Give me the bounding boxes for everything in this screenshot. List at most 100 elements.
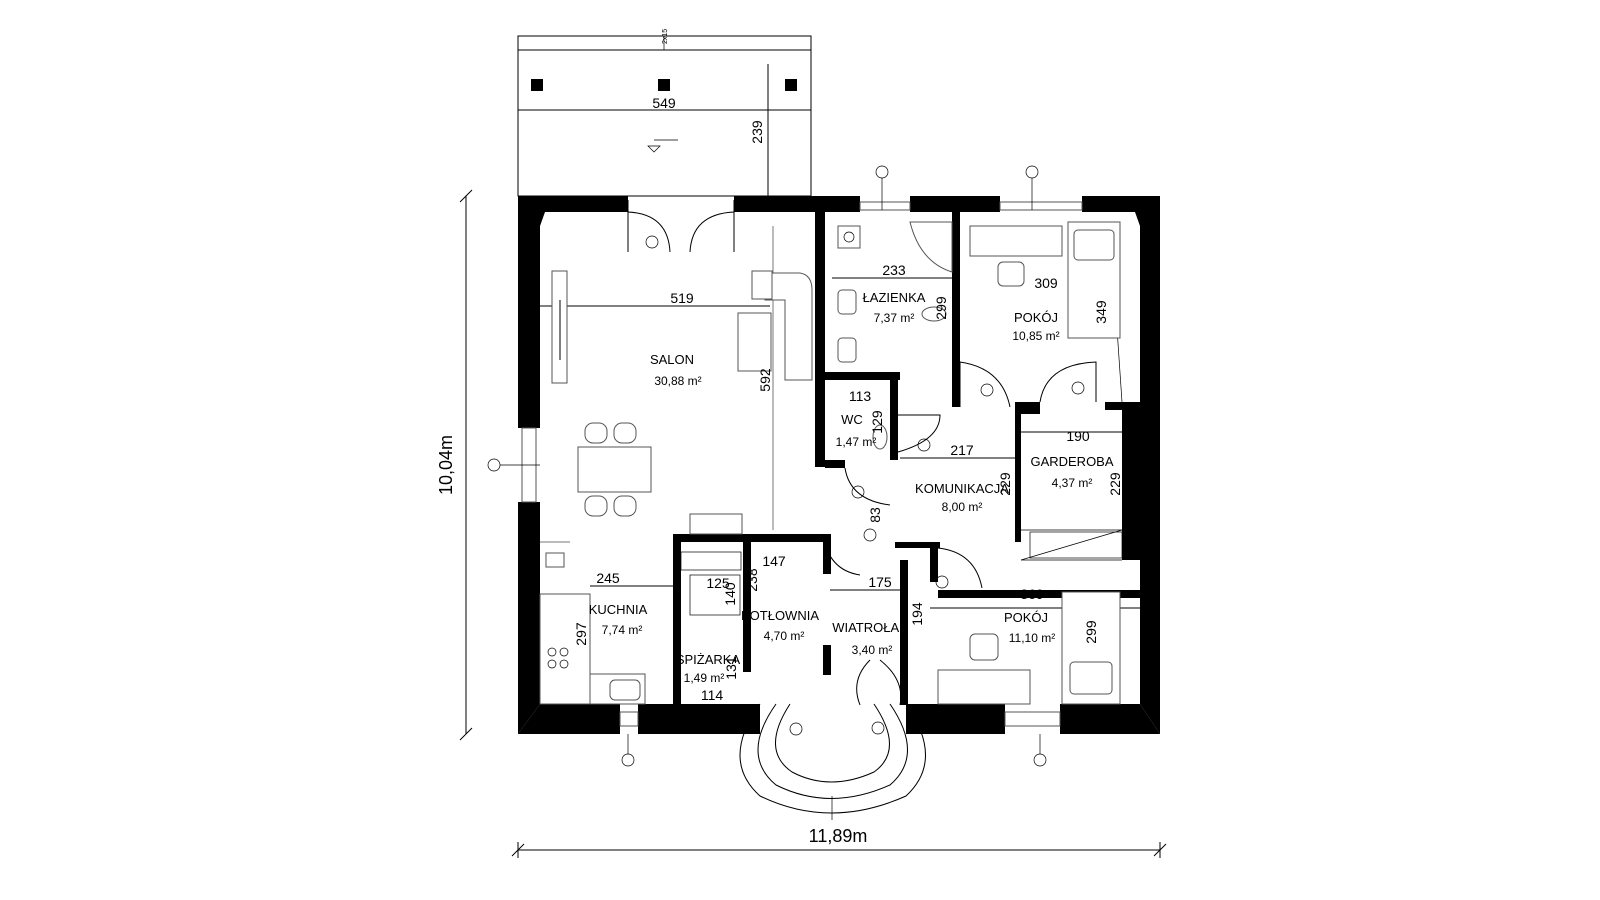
opening-tag-icon — [851, 485, 865, 499]
chair — [584, 495, 608, 517]
opening-tag-icon — [875, 165, 889, 179]
dim-kuchnia-depth: 297 — [573, 622, 589, 646]
dim-wiatrolap-depth: 194 — [909, 602, 925, 626]
coffee-table — [737, 312, 772, 372]
door — [897, 414, 941, 453]
opening-tags — [487, 165, 1085, 820]
pillar — [531, 79, 543, 91]
opening-tag-icon — [621, 753, 635, 767]
chair — [613, 422, 637, 444]
fridge — [545, 552, 565, 568]
chair — [969, 633, 999, 661]
opening-tag-icon — [935, 575, 949, 589]
washing-machine — [837, 225, 861, 249]
dim-kotlownia-depth: 238 — [744, 568, 760, 592]
window — [859, 201, 911, 211]
chair — [613, 495, 637, 517]
dim-pokoj1-width: 309 — [1034, 275, 1058, 291]
dim-salon-width: 519 — [670, 290, 694, 306]
room-area-garderoba: 4,37 m² — [1052, 476, 1093, 490]
opening-tag-icon — [487, 458, 501, 472]
room-name-wiatrolap: WIATROŁAP — [832, 620, 908, 635]
room-area-lazienka: 7,37 m² — [874, 311, 915, 325]
window — [1004, 711, 1061, 727]
dim-wiatrolap-width: 175 — [868, 574, 892, 590]
dim-kuchnia-width: 245 — [596, 570, 620, 586]
overall-dimension-lines: 10,04m 11,89m — [436, 189, 1167, 858]
room-name-lazienka: ŁAZIENKA — [863, 290, 926, 305]
boiler — [689, 513, 743, 535]
dim-kotlownia-inner: 125 — [706, 575, 730, 591]
window — [619, 711, 639, 727]
terrace-width-dim: 549 — [652, 95, 676, 111]
room-name-pokoj-2: POKÓJ — [1004, 610, 1048, 625]
dim-komunikacja-width: 217 — [950, 442, 974, 458]
pillar — [658, 79, 670, 91]
terrace-door — [627, 211, 735, 253]
door — [822, 533, 861, 576]
room-area-wiatrolap: 3,40 m² — [852, 643, 893, 657]
room-name-spizarka: SPIŻARKA — [676, 652, 741, 667]
room-dimensions: 519 592 233 299 309 349 113 129 217 229 … — [573, 262, 1123, 703]
room-name-salon: SALON — [650, 352, 694, 367]
terrace: 2x15 549 239 — [517, 29, 812, 197]
desk — [969, 225, 1063, 257]
dim-wc-depth: 129 — [869, 410, 885, 434]
door — [844, 467, 891, 506]
washbasin — [837, 337, 857, 363]
dim-komunikacja-small: 83 — [867, 507, 883, 523]
room-name-kotlownia: KOTŁOWNIA — [741, 608, 819, 623]
chair — [584, 422, 608, 444]
door — [1039, 361, 1097, 403]
room-name-wc: WC — [841, 412, 863, 427]
room-area-kuchnia: 7,74 m² — [602, 623, 643, 637]
room-area-komunikacja: 8,00 m² — [942, 500, 983, 514]
sofa — [764, 272, 813, 381]
room-name-garderoba: GARDEROBA — [1030, 454, 1113, 469]
dim-kotlownia-width: 147 — [762, 553, 786, 569]
shower — [909, 221, 953, 273]
room-name-pokoj-1: POKÓJ — [1014, 310, 1058, 325]
dim-lazienka-width: 233 — [882, 262, 906, 278]
dim-salon-depth: 592 — [757, 368, 773, 392]
level-marker-icon — [647, 139, 678, 153]
opening-tag-icon — [1025, 165, 1039, 179]
opening-tag-icon — [645, 235, 659, 249]
opening-tag-icon — [917, 438, 931, 452]
door — [937, 547, 983, 589]
dim-garderoba-width: 190 — [1066, 428, 1090, 444]
dim-spizarka-width: 114 — [701, 687, 724, 703]
overall-width-dim: 11,89m — [809, 826, 868, 846]
opening-tag-icon — [1033, 753, 1047, 767]
bay-window — [739, 703, 926, 814]
kitchen-counter — [539, 593, 591, 705]
dining-table — [577, 446, 652, 493]
washbasin — [837, 289, 857, 315]
dim-pokoj1-depth: 349 — [1093, 300, 1109, 324]
room-area-wc: 1,47 m² — [836, 435, 877, 449]
room-name-kuchnia: KUCHNIA — [589, 602, 648, 617]
opening-tag-icon — [871, 721, 885, 735]
room-area-pokoj-2: 11,10 m² — [1009, 631, 1055, 645]
room-labels: SALON 30,88 m² ŁAZIENKA 7,37 m² POKÓJ 10… — [589, 290, 1114, 685]
dim-pokoj2-depth: 299 — [1083, 620, 1099, 644]
opening-tag-icon — [1071, 381, 1085, 395]
doors — [627, 211, 1097, 814]
room-area-kotlownia: 4,70 m² — [764, 629, 805, 643]
dim-kotlownia-inner2: 140 — [722, 582, 738, 606]
furniture — [539, 221, 1123, 705]
interior-walls — [673, 212, 1140, 705]
dim-wc-width: 113 — [849, 388, 872, 404]
chair — [997, 261, 1025, 287]
opening-tag-icon — [863, 528, 877, 542]
dim-spizarka-depth: 131 — [723, 656, 739, 680]
opening-tag-icon — [980, 383, 994, 397]
outer-walls — [518, 196, 1160, 734]
room-area-salon: 30,88 m² — [654, 374, 701, 388]
desk — [937, 669, 1031, 705]
room-area-pokoj-1: 10,85 m² — [1012, 329, 1059, 343]
dim-komunikacja-depth: 229 — [997, 472, 1013, 496]
dim-pokoj2-width: 369 — [1020, 586, 1044, 602]
opening-tag-icon — [789, 722, 803, 736]
